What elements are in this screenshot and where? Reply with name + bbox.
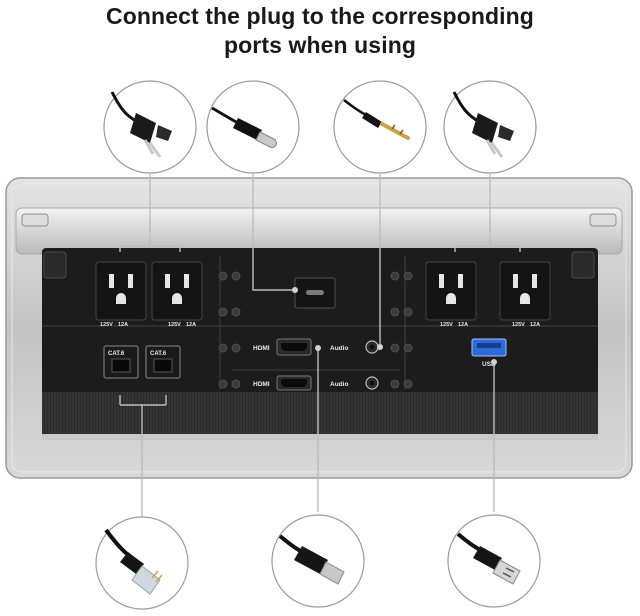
- outlet-right-1[interactable]: [425, 261, 477, 321]
- usb-a-port[interactable]: [471, 338, 507, 357]
- usb-c-plug-icon: [206, 80, 300, 174]
- svg-text:125V: 125V: [440, 322, 453, 328]
- rating-label-4: 125V 12A: [512, 322, 540, 328]
- audio-jack-1[interactable]: [365, 340, 379, 354]
- usb-c-port[interactable]: [294, 277, 336, 309]
- connector-lines: [119, 174, 521, 518]
- svg-text:CAT.6: CAT.6: [150, 351, 167, 357]
- rating-label-2: 125V 12A: [168, 322, 196, 328]
- power-plug-icon: [103, 80, 197, 174]
- hdmi-plug-icon: [271, 514, 365, 608]
- power-plug-icon-2: [443, 80, 537, 174]
- hdmi-port-1[interactable]: [276, 338, 312, 356]
- title-line-1: Connect the plug to the corresponding: [106, 3, 534, 29]
- title-line-2: ports when using: [224, 32, 416, 58]
- svg-text:CAT.6: CAT.6: [108, 351, 125, 357]
- cat6-port-1[interactable]: CAT.6: [103, 345, 139, 379]
- outlet-left-2[interactable]: [151, 261, 203, 321]
- svg-text:125V: 125V: [512, 322, 525, 328]
- connector-dots: [292, 287, 497, 365]
- usb-label: USB: [482, 361, 496, 368]
- outlet-right-2[interactable]: [499, 261, 551, 321]
- svg-text:12A: 12A: [186, 322, 196, 328]
- audio-label-2: Audio: [330, 381, 348, 388]
- page-title: Connect the plug to the corresponding po…: [0, 2, 640, 60]
- svg-text:12A: 12A: [458, 322, 468, 328]
- svg-text:12A: 12A: [118, 322, 128, 328]
- audio-label-1: Audio: [330, 345, 348, 352]
- hdmi-label-2: HDMI: [253, 381, 270, 388]
- cat6-port-2[interactable]: CAT.6: [145, 345, 181, 379]
- rating-label-1: 125V 12A: [100, 322, 128, 328]
- rating-label-3: 125V 12A: [440, 322, 468, 328]
- svg-text:125V: 125V: [100, 322, 113, 328]
- audio-jack-2[interactable]: [365, 376, 379, 390]
- svg-text:12A: 12A: [530, 322, 540, 328]
- audio-jack-plug-icon: [333, 80, 427, 174]
- outlet-left-1[interactable]: [95, 261, 147, 321]
- ethernet-plug-icon: [95, 516, 189, 610]
- svg-text:125V: 125V: [168, 322, 181, 328]
- usb-a-plug-icon: [447, 514, 541, 608]
- hdmi-port-2[interactable]: [276, 375, 312, 391]
- hdmi-label-1: HDMI: [253, 345, 270, 352]
